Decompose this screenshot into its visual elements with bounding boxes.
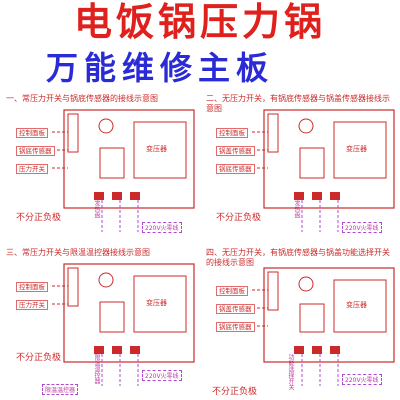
panel-caption: 二、无压力开关，有锅底传感器与锅盖传感器接线示意图: [206, 94, 390, 113]
label-lid-sensor: 锅盖传感器: [216, 304, 255, 314]
power-label: 220V火零线: [142, 370, 182, 381]
label-no-polarity: 不分正负极: [16, 213, 62, 223]
label-no-polarity: 不分正负极: [216, 213, 262, 223]
power-label: 220V火零线: [342, 374, 382, 385]
label-pressure-switch: 压力开关: [16, 300, 48, 310]
label-no-polarity: 不分正负极: [212, 387, 258, 397]
power-label: 220V火零线: [342, 222, 382, 233]
board-drawing: [52, 263, 195, 386]
panel-caption: 三、常压力开关与限温温控器接线示意图: [6, 248, 150, 257]
diagram-panel-1: 一、常压力开关与锅底传感器的接线示意图 控制面板 锅底传感器 压力开关 变压器 …: [2, 92, 198, 242]
transformer-label: 变压器: [346, 301, 367, 309]
panel-caption: 四、无压力开关，有锅底传感器与锅盖功能选择开关的接线示意图: [206, 248, 390, 267]
label-control-panel: 控制面板: [16, 128, 48, 138]
label-bottom-sensor: 锅底传感器: [216, 322, 255, 332]
label-control-panel: 控制面板: [16, 282, 48, 292]
panel-caption: 一、常压力开关与锅底传感器的接线示意图: [6, 94, 158, 103]
power-label: 220V火零线: [142, 222, 182, 233]
transformer-label: 变压器: [346, 145, 367, 153]
page-subtitle: 万能维修主板: [45, 49, 274, 87]
diagram-panel-3: 三、常压力开关与限温温控器接线示意图 控制面板 压力开关 变压器 限温温控器 2…: [2, 246, 198, 396]
diagram-panel-2: 二、无压力开关，有锅底传感器与锅盖传感器接线示意图 控制面板 锅盖传感器 锅底传…: [202, 92, 398, 242]
page-title: 电饭锅压力锅: [73, 0, 326, 44]
board-drawing: [252, 109, 395, 232]
label-control-panel: 控制面板: [216, 128, 248, 138]
label-thermostat: 限温温控器: [93, 354, 100, 384]
diagram-panel-4: 四、无压力开关，有锅底传感器与锅盖功能选择开关的接线示意图 控制面板 锅盖传感器…: [202, 246, 398, 397]
label-no-polarity: 不分正负极: [16, 353, 62, 363]
label-bottom-sensor: 锅底传感器: [216, 164, 255, 174]
label-bottom-sensor: 锅底传感器: [16, 146, 55, 156]
board-drawing: [52, 109, 195, 232]
board-drawing: [252, 267, 395, 386]
label-thermostat-box: 限温温控器: [42, 384, 79, 395]
transformer-label: 变压器: [146, 145, 167, 153]
label-function-switch: 功能选择开关: [287, 354, 294, 390]
label-heating-plate: 发热盘: [293, 200, 300, 218]
transformer-label: 变压器: [146, 299, 167, 307]
label-pressure-switch: 压力开关: [16, 164, 48, 174]
label-heating-plate: 发热盘: [93, 200, 100, 218]
label-lid-sensor: 锅盖传感器: [216, 146, 255, 156]
label-control-panel: 控制面板: [216, 286, 248, 296]
